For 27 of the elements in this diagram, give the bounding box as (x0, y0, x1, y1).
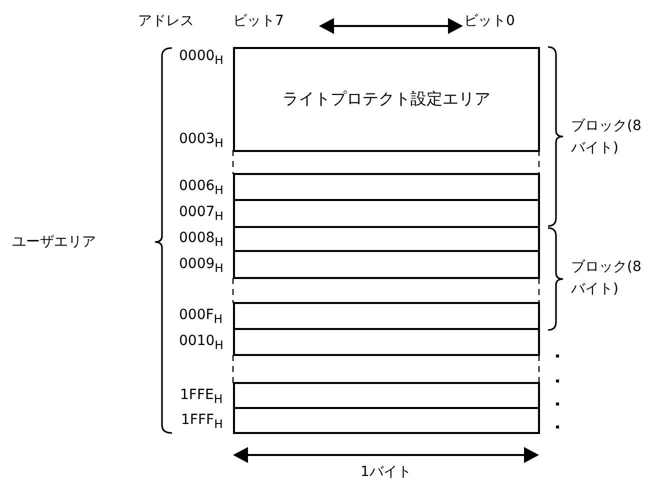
memory-cell (233, 173, 540, 201)
column-heading: ビット7 (233, 14, 284, 28)
memory-cell (233, 382, 540, 409)
address-label: 000F$_{H}$ (179, 308, 223, 325)
memory-cell (233, 226, 540, 252)
address-label: 0007$_{H}$ (179, 204, 224, 222)
memory-area-box (233, 47, 540, 152)
column-heading: ビット0 (464, 14, 515, 28)
address-label: 1FFF$_{H}$ (181, 412, 223, 430)
block-label: ブロック(8バイト) (571, 117, 642, 158)
address-label: 0003$_{H}$ (179, 132, 224, 149)
area-label: ライトプロテクト設定エリア (282, 89, 490, 110)
dimension-label: 1バイト (360, 465, 412, 479)
area-name: ユーザエリア (12, 235, 96, 249)
block-label: ブロック(8バイト) (571, 258, 642, 299)
address-label: 0008$_{H}$ (179, 230, 224, 248)
memory-cell (233, 250, 540, 279)
address-label: 0006$_{H}$ (179, 178, 224, 196)
memory-cell (233, 302, 540, 330)
address-label: 0009$_{H}$ (179, 256, 224, 274)
memory-cell (233, 407, 540, 434)
address-label: 0010$_{H}$ (179, 334, 224, 351)
column-heading: アドレス (138, 14, 194, 28)
memory-cell (233, 328, 540, 356)
address-label: 0000$_{H}$ (179, 48, 224, 66)
memory-cell (233, 199, 540, 228)
address-label: 1FFE$_{H}$ (180, 388, 223, 405)
